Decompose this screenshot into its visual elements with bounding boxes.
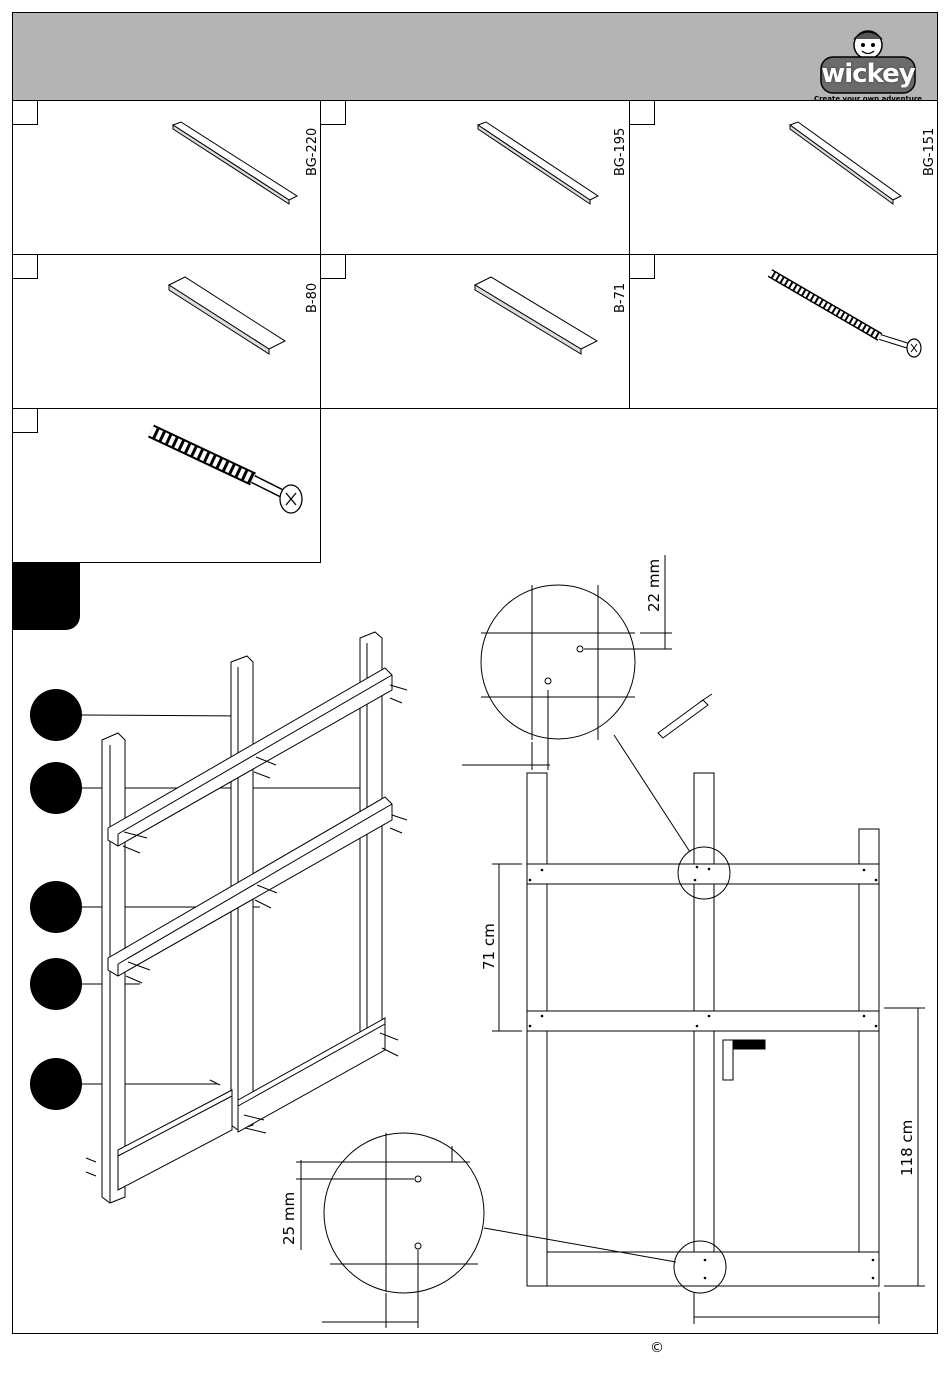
dim-beam-spacing: 71 cm	[480, 923, 498, 970]
beam-icon	[321, 101, 631, 256]
part-cell-b80: B-80	[12, 254, 321, 409]
step-number-tab	[12, 563, 80, 630]
part-code: BG-151	[922, 128, 937, 176]
header-bar: wickey Create your own adventure	[12, 12, 938, 101]
beam-icon	[13, 101, 322, 256]
part-code: B-80	[305, 283, 320, 313]
part-code: BG-220	[305, 128, 320, 176]
copyright-mark: ©	[650, 1340, 664, 1356]
part-cell-b71: B-71	[320, 254, 630, 409]
board-icon	[321, 255, 631, 410]
part-cell-bg151: BG-151	[629, 100, 938, 255]
dim-bottom-offset: 25 mm	[280, 1192, 298, 1245]
part-cell-long-screw	[629, 254, 938, 409]
part-cell-bg195: BG-195	[320, 100, 630, 255]
wickey-logo: wickey Create your own adventure	[813, 21, 923, 103]
board-icon	[13, 255, 322, 410]
part-cell-screw	[12, 408, 321, 563]
beam-icon	[630, 101, 939, 256]
part-cell-bg220: BG-220	[12, 100, 321, 255]
screw-icon	[13, 409, 322, 564]
dim-top-offset: 22 mm	[645, 559, 663, 612]
part-code: BG-195	[613, 128, 628, 176]
logo-brand: wickey	[813, 59, 923, 89]
long-screw-icon	[630, 255, 939, 410]
part-code: B-71	[613, 283, 628, 313]
dim-lower-height: 118 cm	[898, 1120, 916, 1176]
